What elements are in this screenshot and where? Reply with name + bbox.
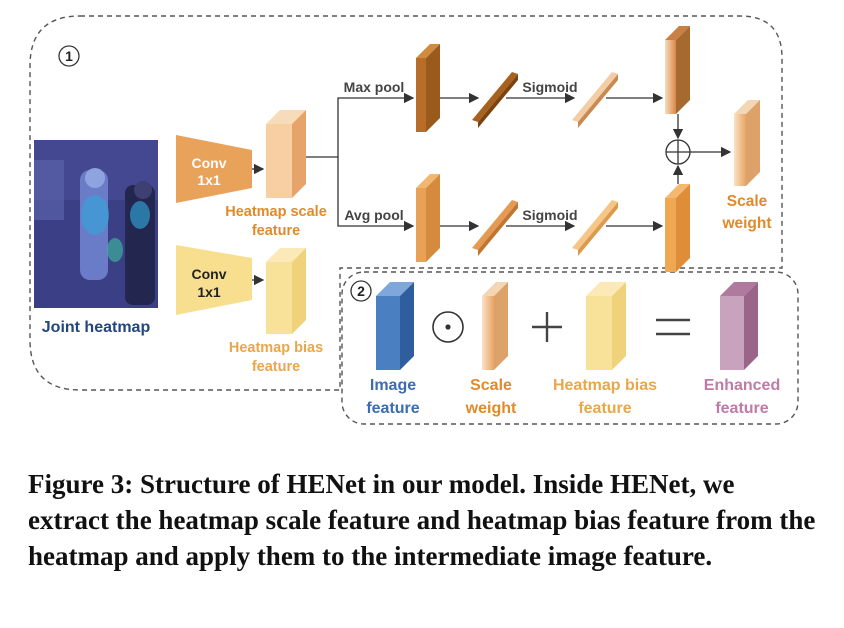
scale-weight-bottom-label-2: weight <box>465 400 517 417</box>
enhanced-feature-label-2: feature <box>715 400 768 417</box>
image-feature-block <box>376 282 414 370</box>
avg-pool-vector <box>472 200 518 256</box>
element-wise-sum-icon <box>665 139 691 165</box>
region-1-number: 1 <box>58 45 80 67</box>
heatmap-bias-feature-label-1: Heatmap bias <box>229 340 323 356</box>
heatmap-scale-feature-label-2: feature <box>252 223 300 239</box>
image-feature-label-2: feature <box>366 400 419 417</box>
sigmoid-top-vector <box>572 72 618 128</box>
scale-weight-right-label-1: Scale <box>727 193 768 210</box>
enhanced-feature-label-1: Enhanced <box>704 377 780 394</box>
conv-bottom-label-2: 1x1 <box>197 284 221 300</box>
figure-caption: Figure 3: Structure of HENet in our mode… <box>28 469 816 571</box>
henet-diagram: 1 2 Joint heatmap Conv 1x1 Conv 1x1 Heat… <box>29 15 799 425</box>
avg-branch-weight-block <box>665 184 690 272</box>
max-pool-vector <box>472 72 518 128</box>
heatmap-bias-bottom-label-2: feature <box>578 400 631 417</box>
enhanced-feature-block <box>720 282 758 370</box>
max-pool-feature-block <box>416 44 440 132</box>
region-1-border <box>29 15 783 391</box>
scale-weight-bottom-block <box>482 282 508 370</box>
image-feature-label-1: Image <box>370 377 416 394</box>
avg-pool-label: Avg pool <box>344 207 403 223</box>
conv-top-block <box>176 135 252 203</box>
max-pool-label: Max pool <box>344 79 405 95</box>
plus-icon <box>532 312 562 342</box>
joint-heatmap-image <box>34 140 158 308</box>
conv-top-label-1: Conv <box>192 155 227 171</box>
max-branch-weight-block <box>665 26 690 114</box>
heatmap-scale-feature-block <box>266 110 306 198</box>
heatmap-bias-feature-block <box>266 248 306 334</box>
scale-weight-block <box>734 100 760 186</box>
scale-weight-bottom-label-1: Scale <box>470 377 512 394</box>
heatmap-bias-bottom-label-1: Heatmap bias <box>553 377 657 394</box>
region-2-border <box>341 271 799 425</box>
scale-weight-right-label-2: weight <box>721 215 771 232</box>
conv-bottom-label-1: Conv <box>192 266 227 282</box>
svg-text:2: 2 <box>357 283 365 299</box>
conv-bottom-block <box>176 245 252 315</box>
hadamard-product-icon <box>432 311 464 343</box>
sigmoid-bottom-vector <box>572 200 618 256</box>
conv-top-label-2: 1x1 <box>197 172 221 188</box>
sigmoid-top-label: Sigmoid <box>522 79 577 95</box>
avg-pool-feature-block <box>416 174 440 262</box>
sigmoid-bottom-label: Sigmoid <box>522 207 577 223</box>
joint-heatmap-label: Joint heatmap <box>42 319 151 336</box>
heatmap-bias-feature-label-2: feature <box>252 359 300 375</box>
svg-text:1: 1 <box>65 48 73 64</box>
region-2-number: 2 <box>350 280 372 302</box>
heatmap-scale-feature-label-1: Heatmap scale <box>225 204 327 220</box>
equals-icon <box>656 318 690 336</box>
heatmap-bias-bottom-block <box>586 282 626 370</box>
